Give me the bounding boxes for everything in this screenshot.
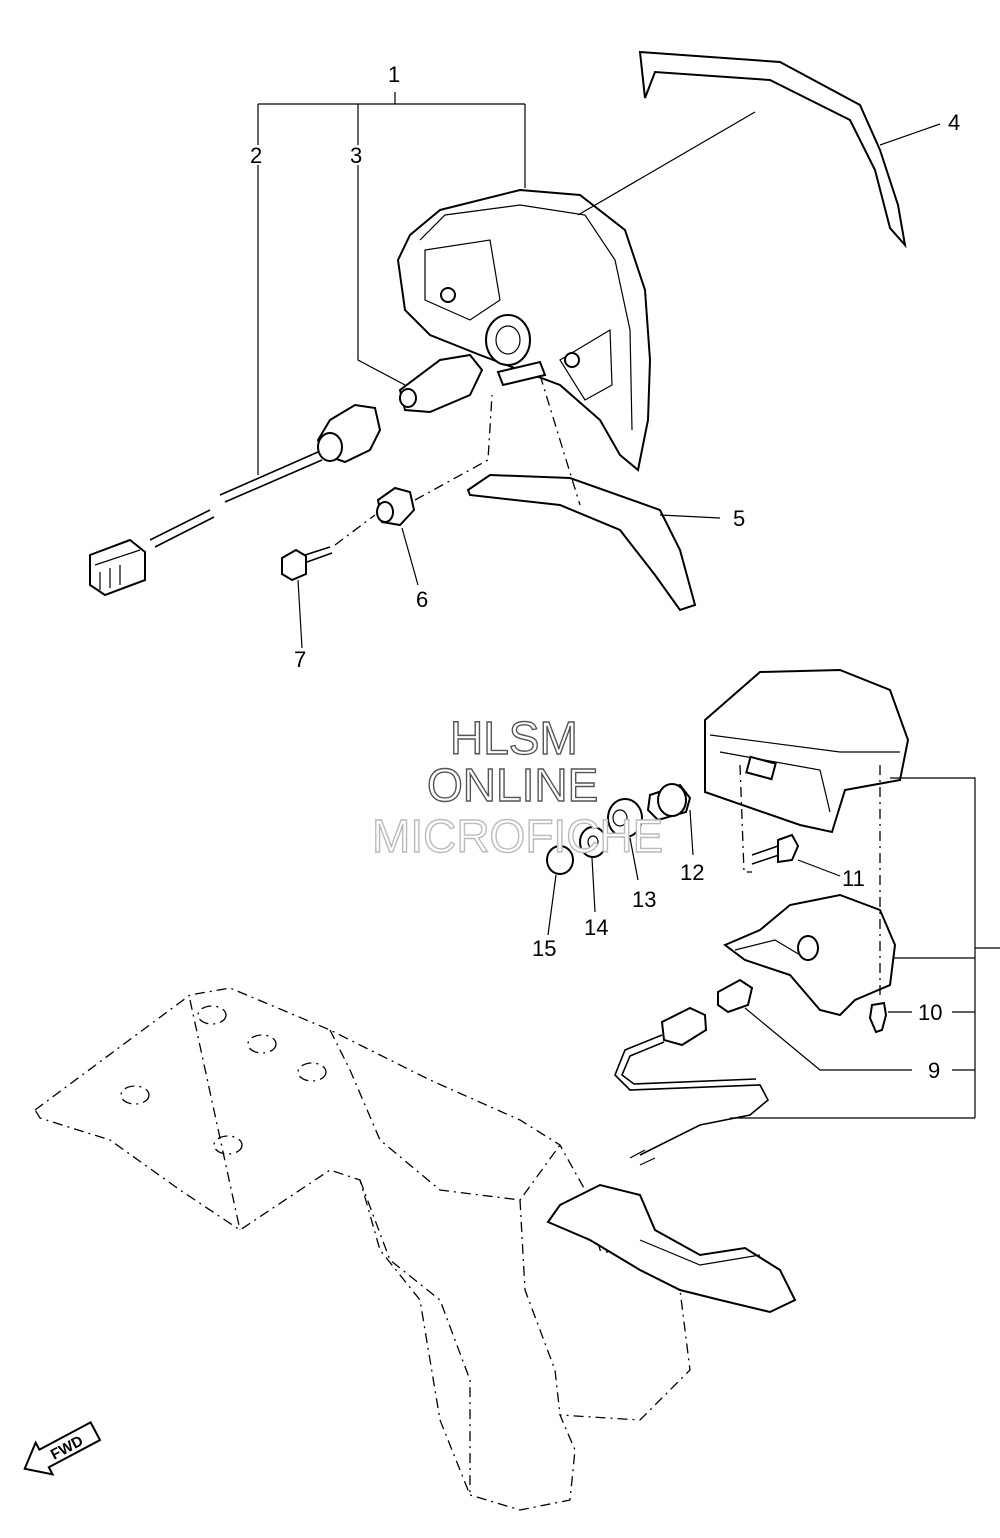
screw	[281, 548, 307, 582]
taillight-assembly	[89, 50, 941, 649]
callout-13: 13	[632, 887, 656, 912]
callout-5: 5	[733, 506, 745, 531]
bulb	[398, 353, 484, 414]
license-light-housing	[704, 668, 910, 834]
bolt-11	[777, 833, 800, 864]
rear-fender	[34, 987, 797, 1511]
callout-14: 14	[584, 915, 608, 940]
connector	[89, 538, 146, 597]
callout-6: 6	[416, 587, 428, 612]
fwd-arrow-icon	[23, 1421, 102, 1476]
watermark: HLSM ONLINE MICROFICHE	[371, 711, 664, 862]
license-light-assembly	[546, 668, 1000, 1166]
bulb-9	[717, 978, 754, 1014]
callout-1: 1	[388, 62, 400, 87]
collar-15	[546, 845, 574, 875]
screw-10	[868, 1001, 888, 1034]
fwd-arrow: FWD	[23, 1421, 102, 1476]
callout-12: 12	[680, 860, 704, 885]
callout-11: 11	[842, 866, 865, 891]
turn-signal	[546, 1183, 797, 1314]
callout-9: 9	[928, 1058, 940, 1083]
watermark-line-2: ONLINE	[427, 759, 598, 811]
callout-labels: 1 2 3 4 5 6 7 8 9 10 11 12 13 14 15	[250, 62, 960, 1083]
washer-14	[579, 826, 607, 858]
lens-cover-top	[638, 50, 907, 249]
callout-2: 2	[250, 143, 262, 168]
grommet-13	[607, 798, 643, 838]
watermark-line-1: HLSM	[450, 712, 578, 764]
callout-15: 15	[532, 936, 556, 961]
lens-cover-bottom	[466, 473, 697, 612]
callout-7: 7	[294, 647, 306, 672]
callout-4: 4	[948, 110, 960, 135]
watermark-line-3: MICROFICHE	[372, 810, 663, 862]
callout-10: 10	[918, 1000, 942, 1025]
callout-3: 3	[350, 143, 362, 168]
